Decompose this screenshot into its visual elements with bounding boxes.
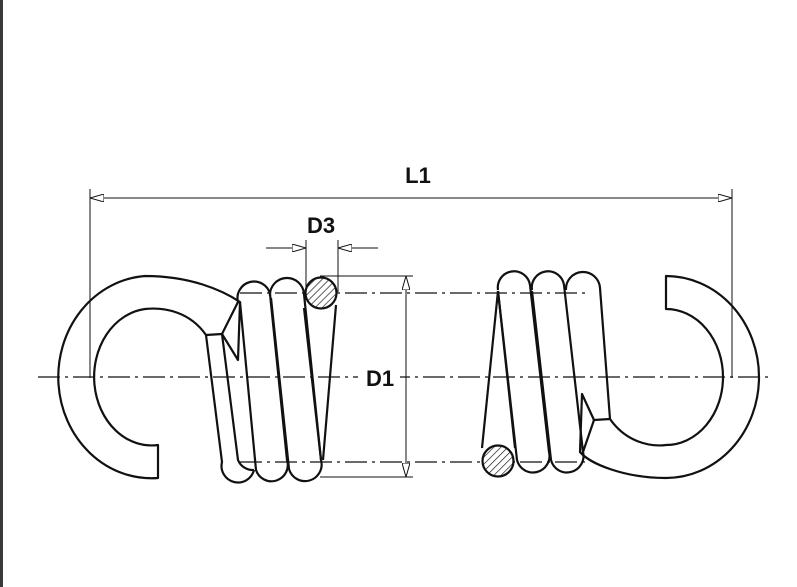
bottom-wire-section — [481, 444, 515, 478]
d1-dimension: D1 — [320, 275, 413, 478]
top-wire-section — [304, 276, 338, 310]
left-coils — [204, 276, 338, 484]
d3-label: D3 — [307, 213, 335, 238]
l1-label: L1 — [405, 163, 431, 188]
right-coils — [480, 270, 612, 474]
d1-label: D1 — [366, 366, 394, 391]
left-hook — [57, 274, 242, 480]
frame-left-border — [0, 0, 3, 587]
d3-dimension: D3 — [266, 213, 378, 292]
l1-dimension: L1 — [89, 163, 733, 378]
right-hook — [578, 274, 761, 480]
